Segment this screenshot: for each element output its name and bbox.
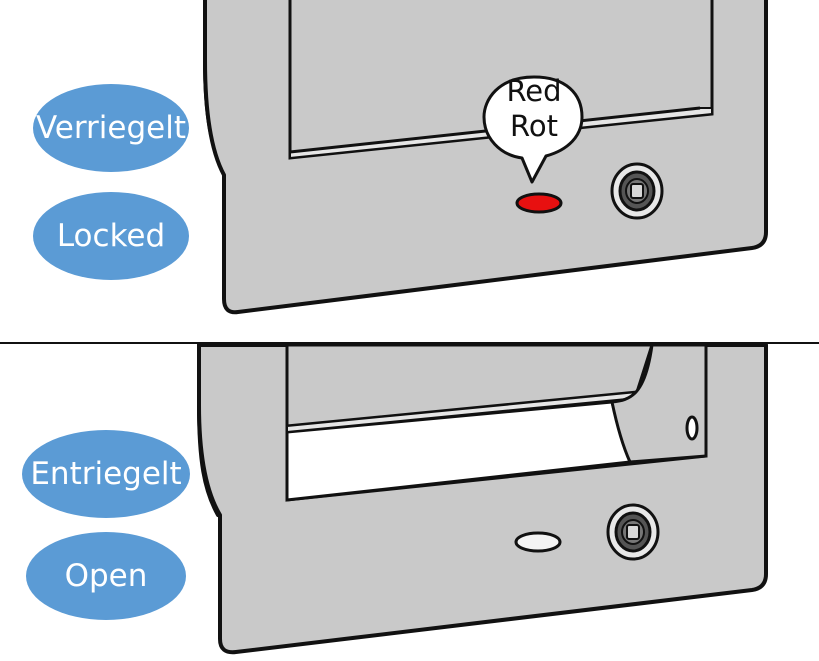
open-led-indicator: [514, 531, 562, 553]
led-color-callout: Red Rot: [482, 74, 584, 184]
open-state-illustration: [197, 343, 768, 655]
open-side-mechanism: [610, 343, 708, 464]
callout-line-1: Red: [506, 74, 561, 108]
label-entriegelt: Entriegelt: [22, 430, 190, 518]
locked-led-indicator: [515, 192, 563, 214]
open-key-lock: [606, 503, 660, 561]
locked-key-lock: [610, 162, 664, 220]
locked-state-illustration: Red Rot: [203, 0, 768, 315]
label-verriegelt: Verriegelt: [33, 84, 189, 172]
callout-line-2: Rot: [510, 109, 558, 143]
label-verriegelt-text: Verriegelt: [36, 110, 186, 146]
label-entriegelt-text: Entriegelt: [30, 456, 181, 492]
label-locked: Locked: [33, 192, 189, 280]
label-open-text: Open: [65, 558, 148, 594]
label-open: Open: [26, 532, 186, 620]
label-locked-text: Locked: [57, 218, 165, 254]
